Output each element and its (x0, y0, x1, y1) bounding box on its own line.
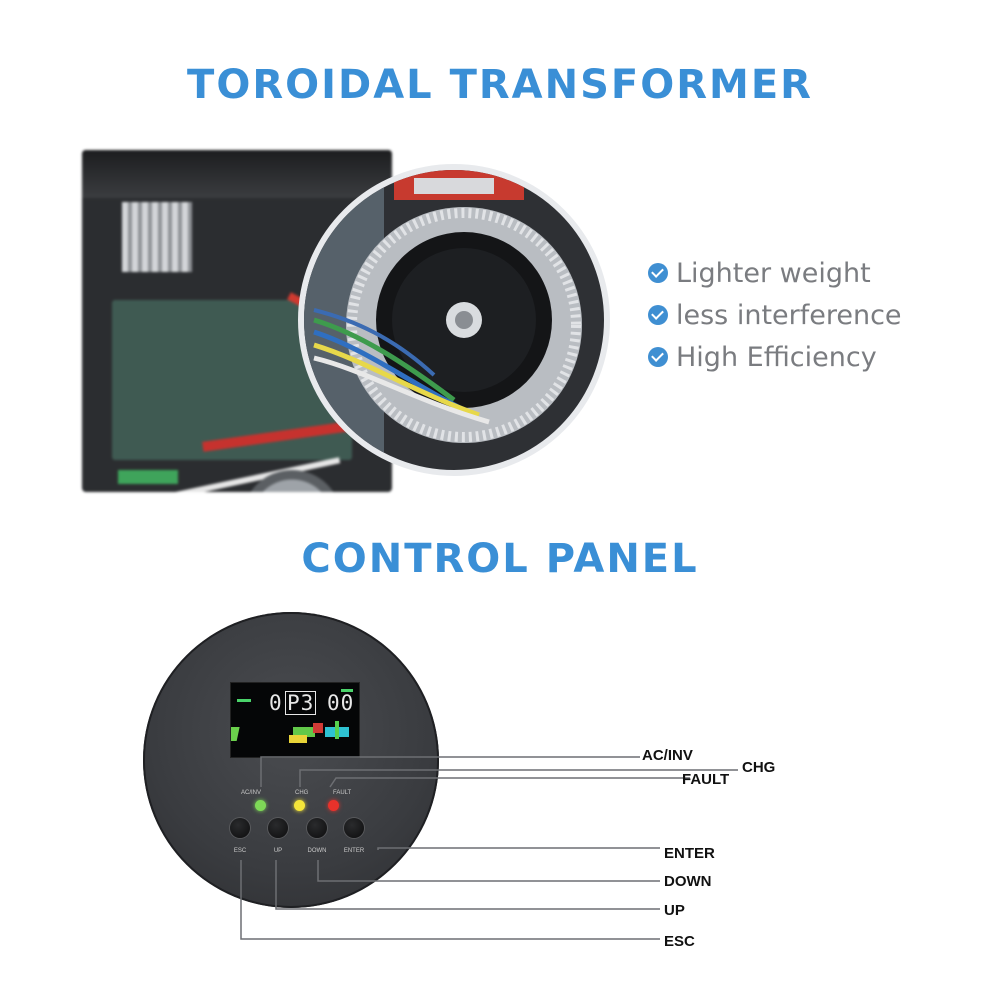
lcd-display: 0 P3 00 (230, 682, 360, 758)
feature-item: Lighter weight (648, 252, 902, 294)
control-panel: 0 P3 00 AC/INV CHG FAULT ESC UP DOWN ENT… (143, 612, 439, 908)
led-ac-inv (255, 800, 266, 811)
callout-esc: ESC (664, 933, 695, 950)
lcd-right-digits: 00 (327, 691, 355, 715)
enter-button[interactable] (344, 818, 364, 838)
check-circle-icon (648, 263, 668, 283)
callout-ac-inv: AC/INV (642, 747, 693, 764)
enter-button-label: ENTER (343, 848, 365, 854)
down-button[interactable] (307, 818, 327, 838)
feature-item: High Efficiency (648, 336, 902, 378)
control-panel-heading: CONTROL PANEL (301, 536, 699, 582)
lcd-mode: P3 (285, 691, 317, 715)
feature-item: less interference (648, 294, 902, 336)
callout-up: UP (664, 902, 685, 919)
callout-fault: FAULT (682, 771, 730, 788)
feature-list: Lighter weight less interference High Ef… (648, 252, 902, 378)
lcd-left-digit: 0 (269, 691, 283, 715)
check-circle-icon (648, 305, 668, 325)
esc-button[interactable] (230, 818, 250, 838)
check-circle-icon (648, 347, 668, 367)
down-button-label: DOWN (307, 848, 327, 854)
toroid-drawing (313, 178, 582, 443)
toroidal-transformer-closeup (298, 164, 610, 476)
led-label-ac-inv: AC/INV (241, 790, 262, 796)
feature-label: High Efficiency (676, 341, 877, 373)
esc-button-label: ESC (233, 848, 247, 854)
led-chg (294, 800, 305, 811)
up-button[interactable] (268, 818, 288, 838)
callout-enter: ENTER (664, 845, 715, 862)
led-fault (328, 800, 339, 811)
up-button-label: UP (273, 848, 283, 854)
feature-label: less interference (676, 299, 902, 331)
feature-label: Lighter weight (676, 257, 871, 289)
transformer-heading: TOROIDAL TRANSFORMER (187, 62, 813, 108)
led-label-fault: FAULT (333, 790, 352, 796)
led-label-chg: CHG (295, 790, 309, 796)
callout-down: DOWN (664, 873, 712, 890)
callout-chg: CHG (742, 759, 776, 776)
